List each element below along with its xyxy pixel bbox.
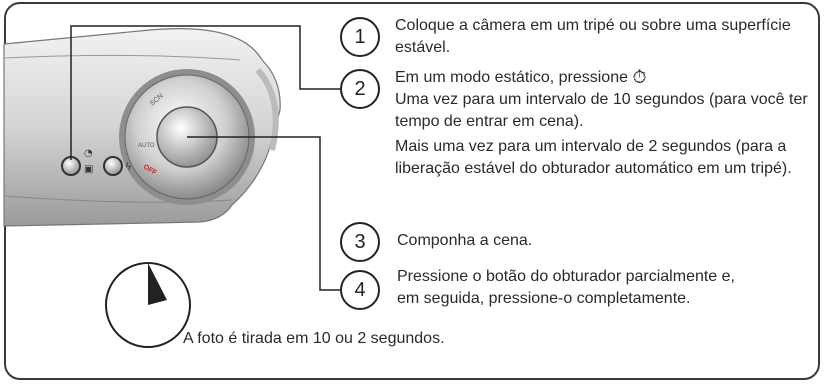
callout-line-4 — [187, 136, 340, 291]
step-4-text: Pressione o botão do obturador parcialme… — [397, 268, 735, 307]
svg-text:▣: ▣ — [84, 164, 93, 175]
flash-button[interactable]: ϟ — [103, 156, 132, 176]
step-2-line1: Em um modo estático, pressione — [395, 69, 628, 86]
step-1-number: 1 — [340, 17, 380, 57]
callout-line-2 — [70, 25, 340, 160]
step-1-text: Coloque a câmera em um tripé ou sobre um… — [395, 17, 791, 56]
timer-caption: A foto é tirada em 10 ou 2 segundos. — [183, 330, 445, 347]
step-2-number: 2 — [340, 69, 380, 109]
dial-label-auto: AUTO — [138, 143, 155, 149]
step-2-text: Em um modo estático, pressione ⏱ Uma vez… — [395, 66, 820, 133]
self-timer-button[interactable]: ◔ ▣ — [61, 148, 93, 176]
step-3-text: Componha a cena. — [397, 232, 533, 249]
svg-text:ϟ: ϟ — [125, 162, 132, 173]
step-2-line2: Uma vez para um intervalo de 10 segundos… — [395, 91, 808, 130]
timer-icon — [105, 262, 191, 348]
step-2-line3: Mais uma vez para um intervalo de 2 segu… — [395, 138, 792, 177]
step-4-number: 4 — [340, 270, 380, 310]
svg-text:◔: ◔ — [84, 148, 93, 159]
step-3-number: 3 — [340, 222, 380, 262]
self-timer-icon: ⏱ — [632, 67, 647, 87]
